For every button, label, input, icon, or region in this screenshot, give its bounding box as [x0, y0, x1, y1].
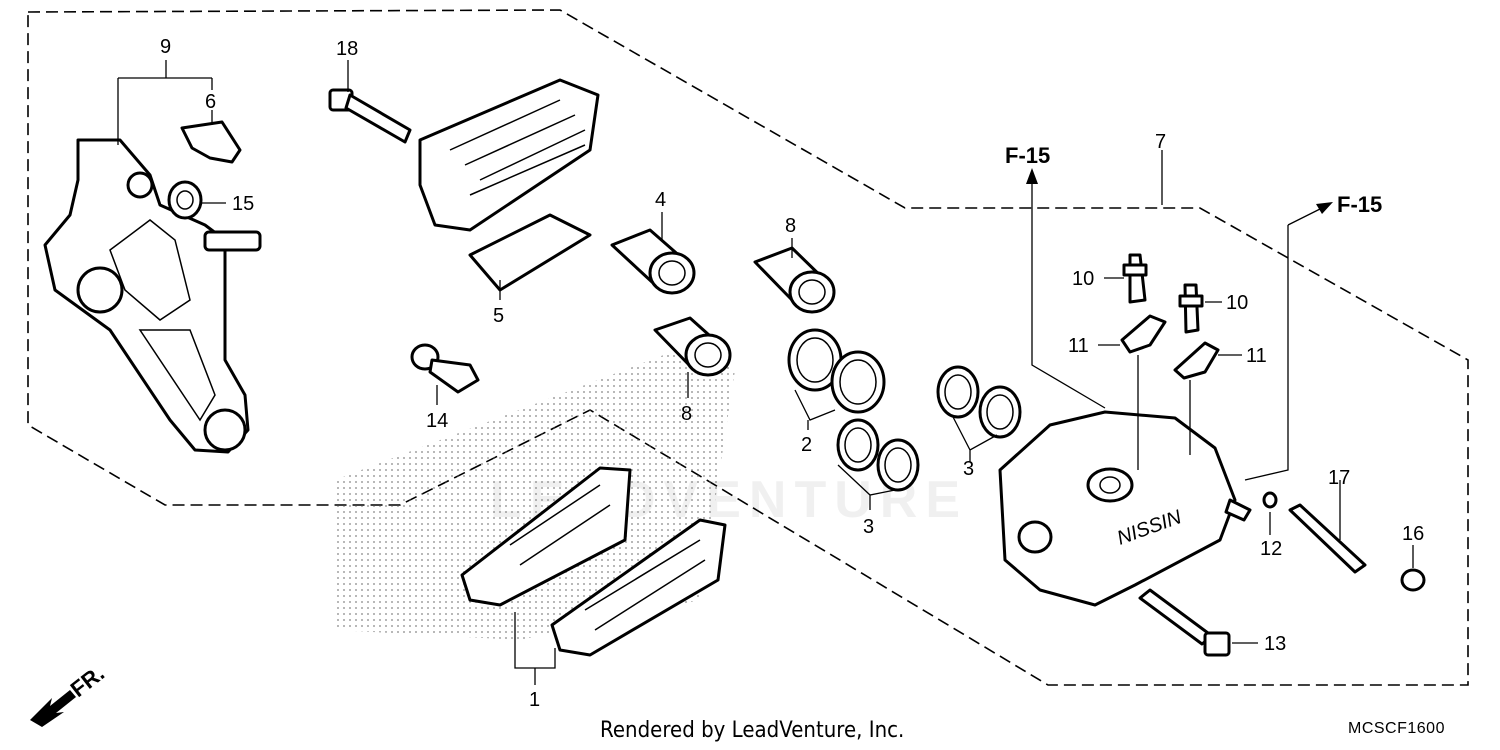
- label-16: 16: [1402, 523, 1424, 545]
- sleeve-4: [610, 228, 696, 295]
- label-4: 4: [655, 189, 666, 211]
- ref-arrowhead-right: [1316, 202, 1333, 214]
- washer: [1262, 491, 1278, 509]
- piston-seals-2: [787, 328, 886, 414]
- caliper-body: NISSIN: [998, 410, 1252, 607]
- label-10-right: 10: [1226, 292, 1248, 314]
- label-3-right: 3: [963, 458, 974, 480]
- label-10-left: 10: [1072, 268, 1094, 290]
- pin-boot: [167, 180, 203, 220]
- label-17: 17: [1328, 467, 1350, 489]
- render-credit: Rendered by LeadVenture, Inc.: [600, 718, 905, 743]
- bleeder-valve-right: [1178, 283, 1204, 334]
- caliper-bracket: [43, 138, 262, 454]
- bleeder-cap-right: [1173, 341, 1220, 380]
- ref-f15-right: F-15: [1337, 192, 1382, 217]
- label-11-left: 11: [1068, 335, 1089, 357]
- label-2: 2: [801, 434, 812, 456]
- caliper-bolt: [1138, 588, 1231, 657]
- arrow-down-left-icon: FR.: [30, 660, 109, 727]
- retainer-clip: [180, 120, 242, 164]
- pin-plug: [1400, 568, 1426, 592]
- label-7: 7: [1155, 131, 1166, 153]
- bleeder-valve-left: [1122, 253, 1148, 304]
- label-8-upper: 8: [785, 215, 796, 237]
- pad-spring: [468, 213, 592, 292]
- label-15: 15: [232, 193, 254, 215]
- ref-arrow-up: [1026, 168, 1038, 184]
- label-12: 12: [1260, 538, 1282, 560]
- label-14: 14: [426, 410, 448, 432]
- label-8-lower: 8: [681, 403, 692, 425]
- leader-lines: [117, 60, 1414, 685]
- brake-pads: [460, 466, 727, 657]
- label-18: 18: [336, 38, 358, 60]
- diagram-code: MCSCF1600: [1348, 720, 1445, 737]
- label-13: 13: [1264, 633, 1286, 655]
- pad-pin-bolt: [328, 88, 412, 144]
- bleeder-cap-left: [1120, 314, 1167, 354]
- label-6: 6: [205, 91, 216, 113]
- label-5: 5: [493, 305, 504, 327]
- pad-shield: [418, 78, 600, 232]
- sleeve-8-upper: [753, 246, 836, 314]
- assembly-outline: [27, 9, 1469, 686]
- piston-seals-3-right: [936, 365, 1022, 439]
- label-9: 9: [160, 36, 171, 58]
- label-11-right: 11: [1246, 345, 1267, 367]
- ref-f15-left: F-15: [1005, 143, 1050, 168]
- sleeve-8-lower: [653, 316, 732, 377]
- slide-pin: [410, 343, 480, 394]
- label-3-lower: 3: [863, 516, 874, 538]
- piston-seals-3-lower: [836, 418, 920, 492]
- label-1: 1: [529, 689, 540, 711]
- hanger-pin: [1288, 503, 1367, 574]
